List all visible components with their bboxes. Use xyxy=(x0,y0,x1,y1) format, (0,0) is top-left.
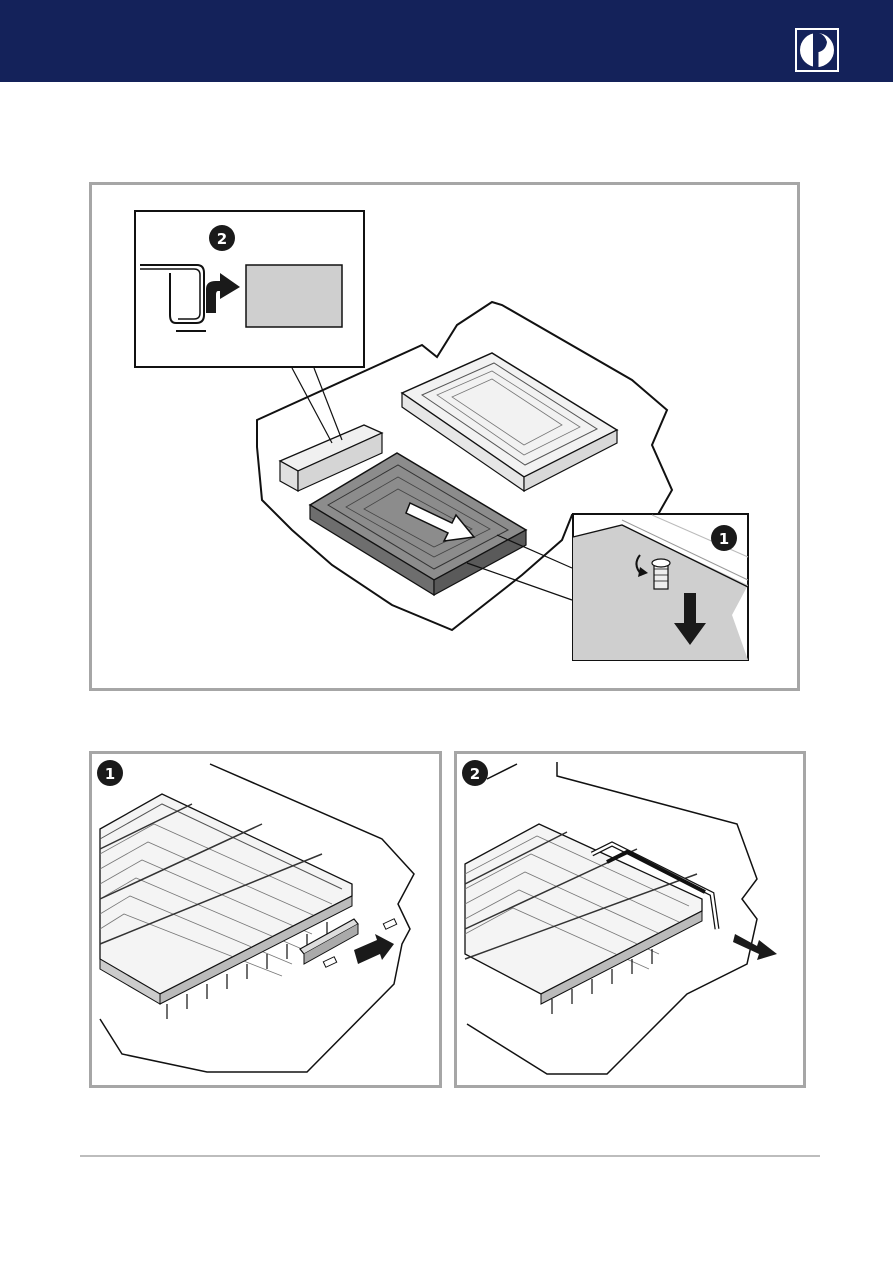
pull-arrow-icon xyxy=(354,934,394,964)
footer-divider xyxy=(80,1155,820,1157)
header-bar xyxy=(0,0,893,82)
main-illustration-panel: 2 1 xyxy=(89,182,800,691)
step-1-illustration: 1 xyxy=(92,754,439,1085)
tray-removal-illustration: 2 1 xyxy=(92,185,797,688)
pull-arrow-icon xyxy=(733,934,777,960)
step-badge-label: 1 xyxy=(105,765,115,783)
heating-element-grid xyxy=(465,824,702,1014)
electrolux-logo-icon xyxy=(795,28,839,72)
step-1-panel: 1 xyxy=(89,751,442,1088)
inset-top: 2 xyxy=(135,211,364,367)
heating-element-grid xyxy=(100,794,352,1019)
step-badge-label: 1 xyxy=(719,530,729,548)
step-badge-label: 2 xyxy=(217,230,227,248)
step-2-illustration: 2 xyxy=(457,754,803,1085)
step-badge-label: 2 xyxy=(470,765,480,783)
step-2-panel: 2 xyxy=(454,751,806,1088)
inset-bottom: 1 xyxy=(573,514,748,660)
